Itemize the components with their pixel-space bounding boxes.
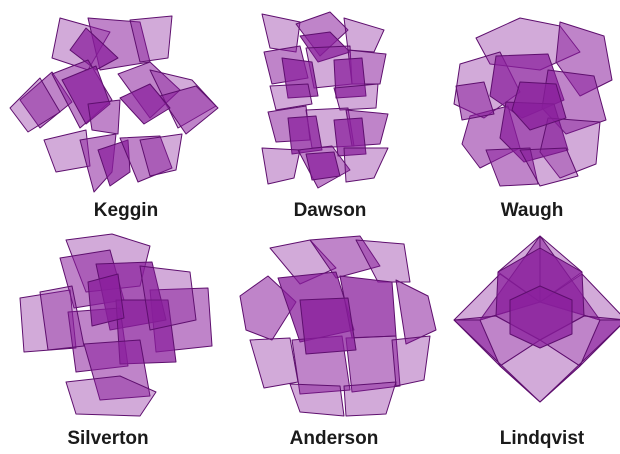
dawson-structure-icon: [262, 12, 388, 188]
dawson-label: Dawson: [230, 200, 430, 222]
lindqvist-structure-icon: [454, 236, 620, 402]
lindqvist-label: Lindqvist: [442, 428, 620, 450]
keggin-structure-icon: [10, 16, 218, 192]
keggin-label: Keggin: [26, 200, 226, 222]
silverton-label: Silverton: [8, 428, 208, 450]
anderson-structure-icon: [240, 236, 436, 416]
waugh-label: Waugh: [432, 200, 620, 222]
anderson-label: Anderson: [234, 428, 434, 450]
silverton-structure-icon: [20, 234, 212, 416]
waugh-structure-icon: [454, 18, 612, 186]
